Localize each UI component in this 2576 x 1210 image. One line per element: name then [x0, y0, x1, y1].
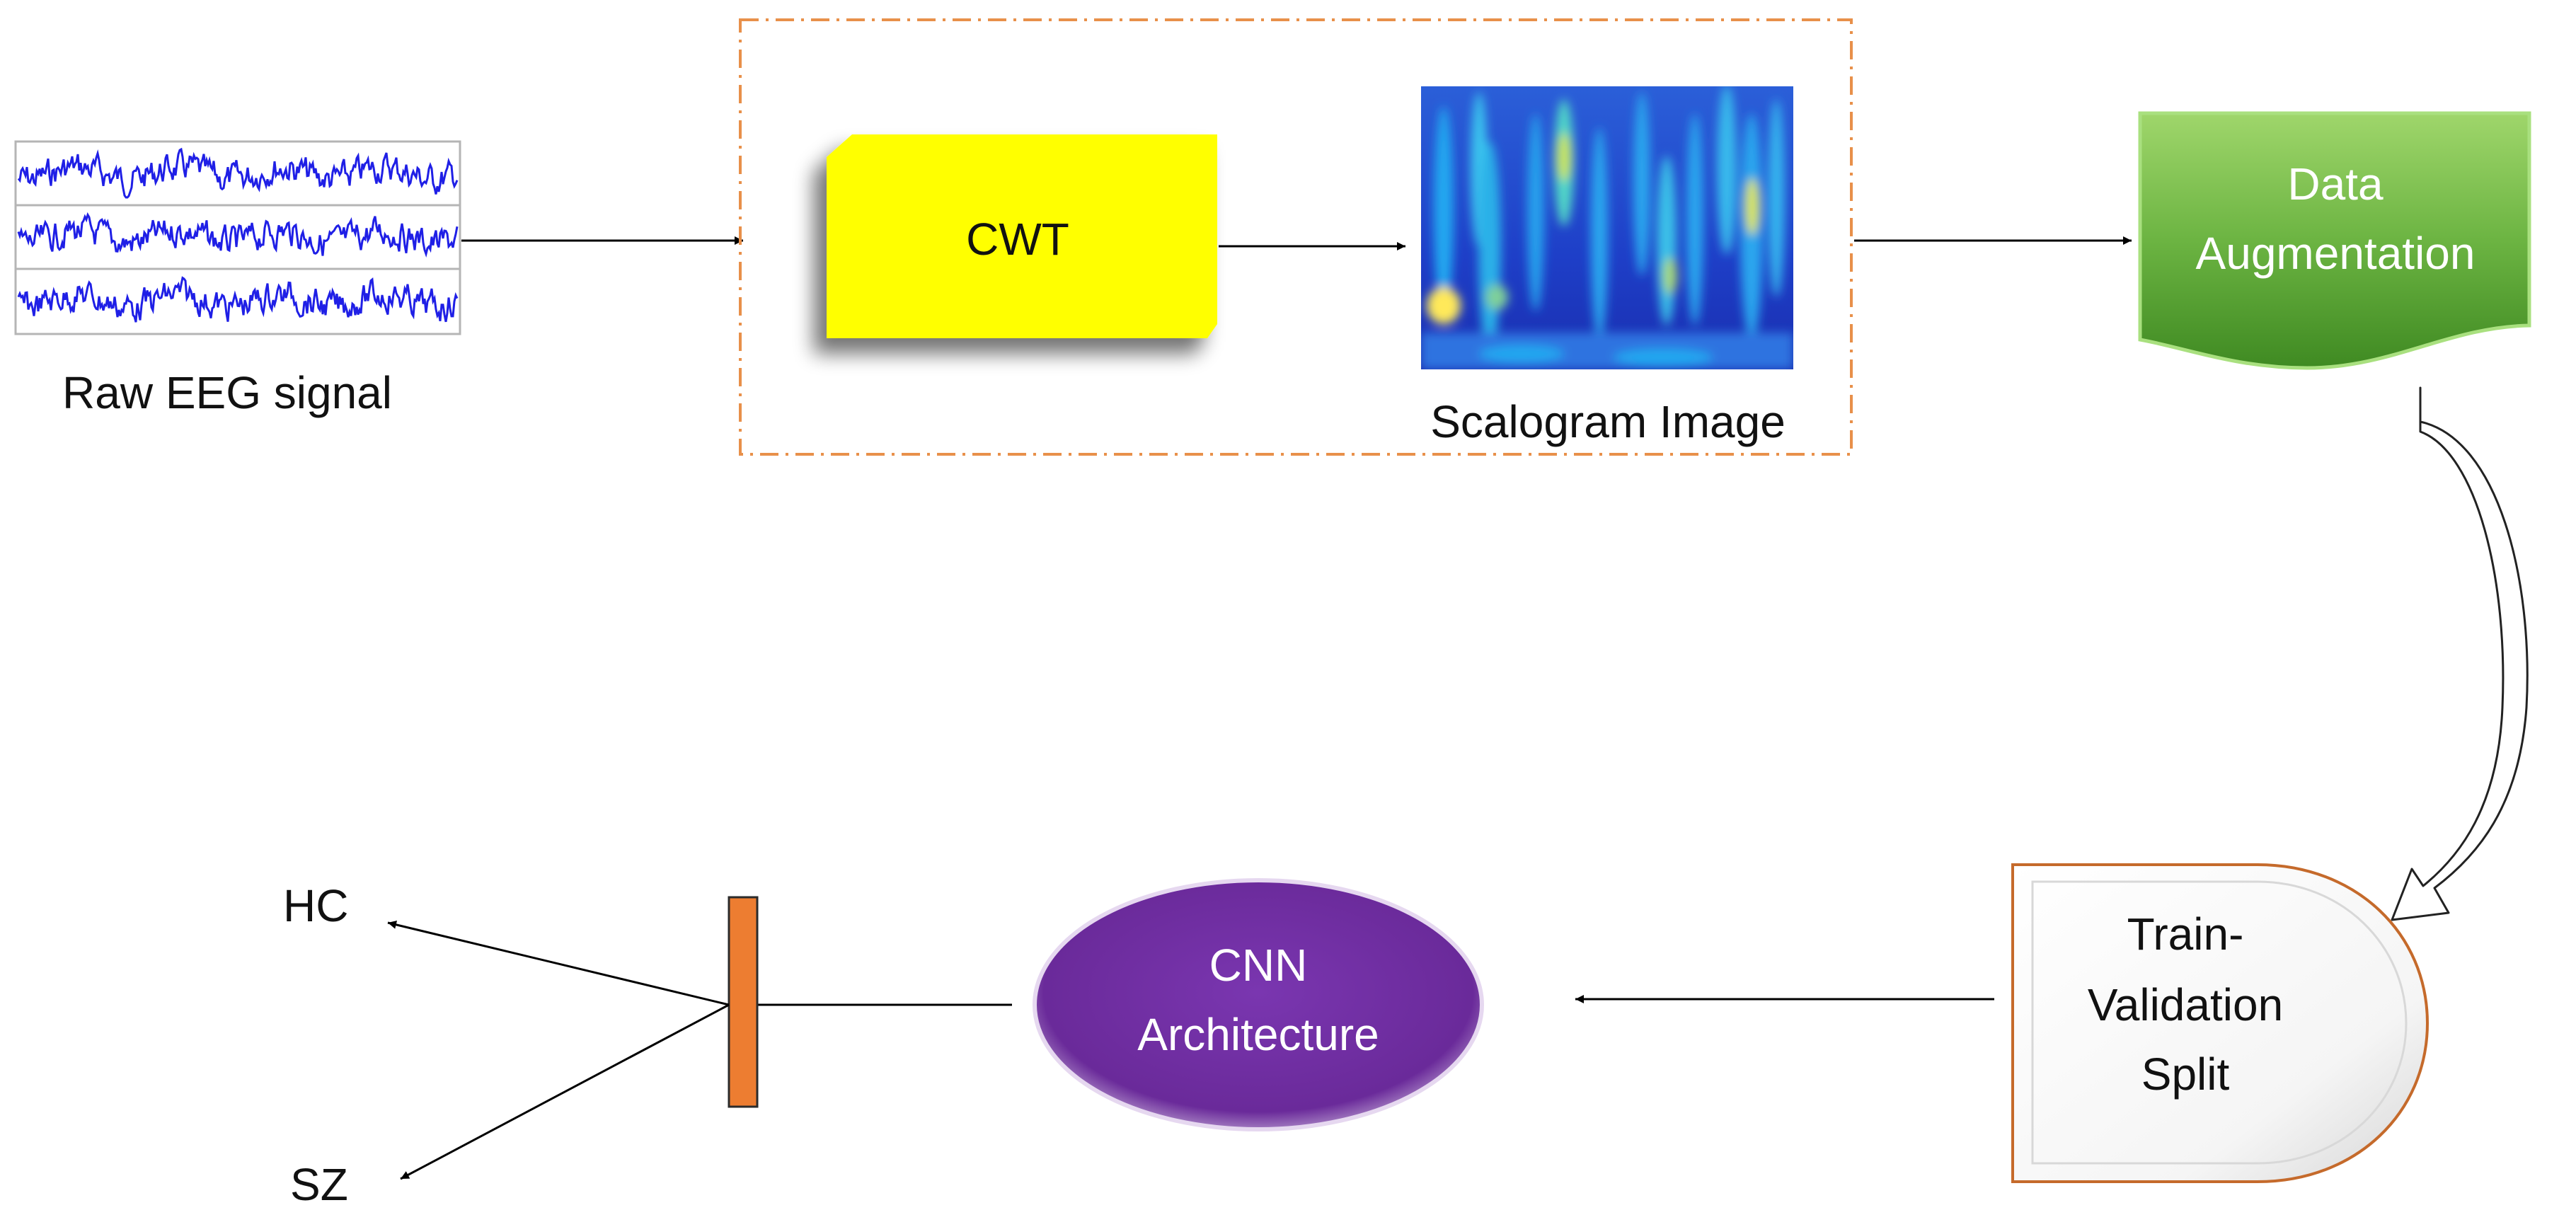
arrow-to-sz [400, 1003, 730, 1180]
split-label-line1: Train- [2127, 909, 2244, 960]
feature-extraction-group [739, 18, 1853, 456]
cwt-node: CWT [827, 134, 1217, 338]
split-box-inner [2031, 880, 2408, 1165]
arrow-to-hc [387, 920, 730, 1006]
cnn-label-line1: CNN [1209, 940, 1308, 991]
augmentation-label-line1: Data [2287, 159, 2384, 209]
output-label-sz: SZ [290, 1159, 348, 1210]
cnn-architecture-node: CNN Architecture [1033, 878, 1484, 1131]
curved-arrow-augmentation-to-split [2391, 386, 2529, 921]
cwt-label: CWT [966, 214, 1069, 265]
scalogram-image [1421, 86, 1793, 369]
classifier-bar [728, 896, 759, 1108]
augmentation-box [2138, 111, 2531, 370]
eeg-trace [17, 212, 459, 258]
output-label-hc: HC [283, 880, 348, 931]
split-box [2011, 863, 2430, 1183]
eeg-trace [17, 276, 459, 323]
raw-eeg-node: Raw EEG signal [14, 140, 461, 418]
cnn-ellipse [1033, 878, 1484, 1131]
split-label-line2: Validation [2088, 979, 2283, 1030]
train-validation-split-node: Train- Validation Split [2011, 863, 2430, 1183]
split-label-line3: Split [2141, 1049, 2230, 1100]
eeg-trace [17, 147, 459, 199]
cnn-label-line2: Architecture [1137, 1009, 1379, 1060]
scalogram-label: Scalogram Image [1430, 396, 1786, 447]
raw-eeg-label: Raw EEG signal [62, 367, 392, 418]
data-augmentation-node: Data Augmentation [2138, 111, 2531, 370]
scalogram-node: Scalogram Image [1421, 86, 1793, 447]
augmentation-label-line2: Augmentation [2196, 228, 2476, 279]
cwt-box [827, 134, 1217, 338]
